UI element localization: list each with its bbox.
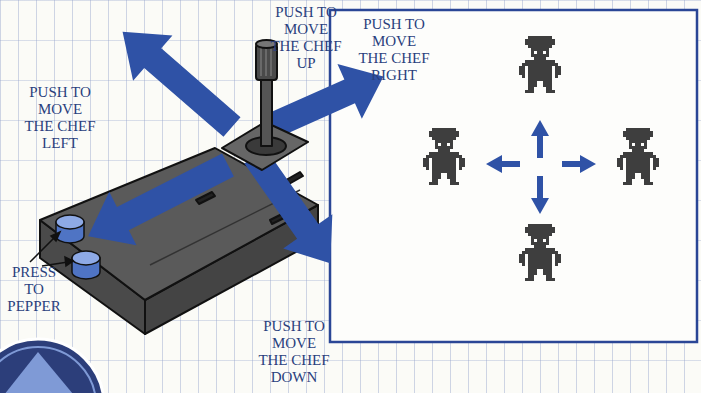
direction-arrows: [486, 120, 596, 214]
chef-sprites: [423, 36, 659, 281]
callout-label: PUSH TO MOVE THE CHEF RIGHT: [356, 16, 432, 84]
callout-label: PUSH TO MOVE THE CHEF DOWN: [256, 318, 332, 386]
callout-label: PUSH TO MOVE THE CHEF LEFT: [22, 84, 98, 152]
chef-sprite: [617, 128, 659, 185]
chef-sprite: [519, 36, 561, 93]
chef-sprite: [423, 128, 465, 185]
corner-emblem: [0, 339, 104, 393]
move-arrows: [74, 9, 395, 280]
sprite-panel: [330, 10, 697, 342]
pepper-buttons: [56, 215, 100, 279]
callout-label: PUSH TO MOVE THE CHEF UP: [268, 4, 344, 72]
callout-label: PRESS TO PEPPER: [2, 264, 66, 315]
leader-arrows: [30, 232, 73, 266]
chef-sprite: [519, 224, 561, 281]
joystick-stick: [222, 40, 308, 170]
